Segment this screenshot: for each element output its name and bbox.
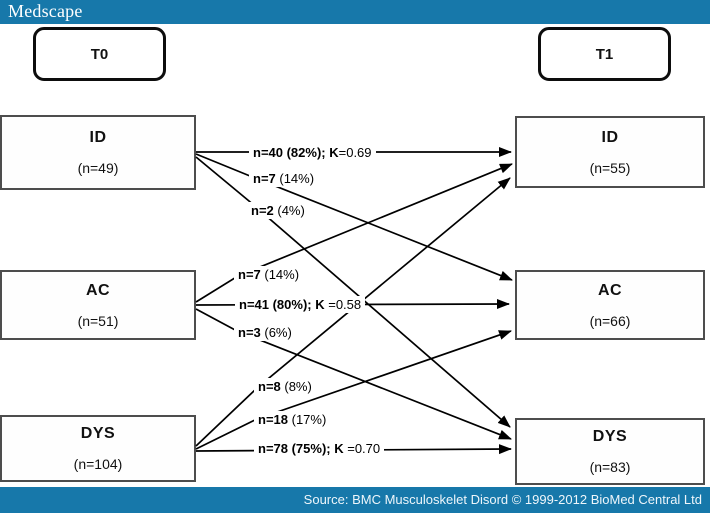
edge-label-ac-ac: n=41 (80%); K =0.58 <box>235 296 366 313</box>
node-t0-ac: AC (n=51) <box>0 270 196 340</box>
edge-label-id-id: n=40 (82%); K=0.69 <box>249 144 376 161</box>
edge-label-strong: n=18 <box>258 412 288 427</box>
edge-label-weak: (8%) <box>280 379 312 394</box>
medscape-header-bar: Medscape <box>0 0 710 24</box>
edge-label-strong: n=3 <box>238 325 261 340</box>
edge-label-dys-dys: n=78 (75%); K =0.70 <box>254 440 385 457</box>
source-text: Source: BMC Musculoskelet Disord © 1999-… <box>303 492 702 507</box>
node-count: (n=83) <box>589 459 631 475</box>
node-title: DYS <box>80 425 116 442</box>
node-title: AC <box>597 281 623 299</box>
node-title: DYS <box>592 428 628 445</box>
timepoint-t0-box: T0 <box>33 27 166 81</box>
node-title: AC <box>85 281 111 299</box>
edge-label-strong: n=41 (80%); K <box>239 297 325 312</box>
node-title: ID <box>89 129 107 146</box>
source-bar: Source: BMC Musculoskelet Disord © 1999-… <box>0 487 710 513</box>
node-t1-id: ID (n=55) <box>515 116 705 188</box>
arrow-dys-ac <box>195 330 512 450</box>
edge-label-strong: n=7 <box>253 171 276 186</box>
edge-label-weak: (14%) <box>260 267 300 282</box>
node-count: (n=51) <box>77 312 119 329</box>
node-t0-dys: DYS (n=104) <box>0 415 196 482</box>
edge-label-strong: n=78 (75%); K <box>258 441 344 456</box>
node-count: (n=104) <box>73 456 123 472</box>
edge-label-weak: (14%) <box>275 171 315 186</box>
edge-label-weak: (4%) <box>273 203 305 218</box>
edge-label-weak: (6%) <box>260 325 292 340</box>
node-t1-ac: AC (n=66) <box>515 270 705 340</box>
node-count: (n=66) <box>589 312 631 329</box>
edge-label-id-dys: n=2 (4%) <box>247 202 309 219</box>
edge-label-dys-ac: n=18 (17%) <box>254 411 331 428</box>
node-title: ID <box>601 128 619 146</box>
medscape-logo: Medscape <box>8 1 83 21</box>
edge-label-weak: =0.70 <box>343 441 381 456</box>
edge-label-dys-id: n=8 (8%) <box>254 378 316 395</box>
edge-label-strong: n=2 <box>251 203 274 218</box>
timepoint-t1-label: T1 <box>595 45 614 63</box>
node-count: (n=49) <box>77 160 119 176</box>
edge-label-strong: n=7 <box>238 267 261 282</box>
timepoint-t1-box: T1 <box>538 27 671 81</box>
timepoint-t0-label: T0 <box>90 45 109 63</box>
arrow-id-ac <box>195 153 513 281</box>
edge-label-strong: n=40 (82%); K <box>253 145 339 160</box>
node-count: (n=55) <box>589 159 631 176</box>
edge-label-weak: =0.58 <box>324 297 362 312</box>
edge-label-id-ac: n=7 (14%) <box>249 170 319 187</box>
arrow-id-dys <box>195 156 511 428</box>
node-t1-dys: DYS (n=83) <box>515 418 705 485</box>
edge-label-weak: (17%) <box>288 412 327 427</box>
edge-label-ac-dys: n=3 (6%) <box>234 324 296 341</box>
edge-label-strong: n=8 <box>258 379 281 394</box>
edge-label-ac-id: n=7 (14%) <box>234 266 304 283</box>
edge-label-weak: =0.69 <box>338 145 372 160</box>
node-t0-id: ID (n=49) <box>0 115 196 190</box>
